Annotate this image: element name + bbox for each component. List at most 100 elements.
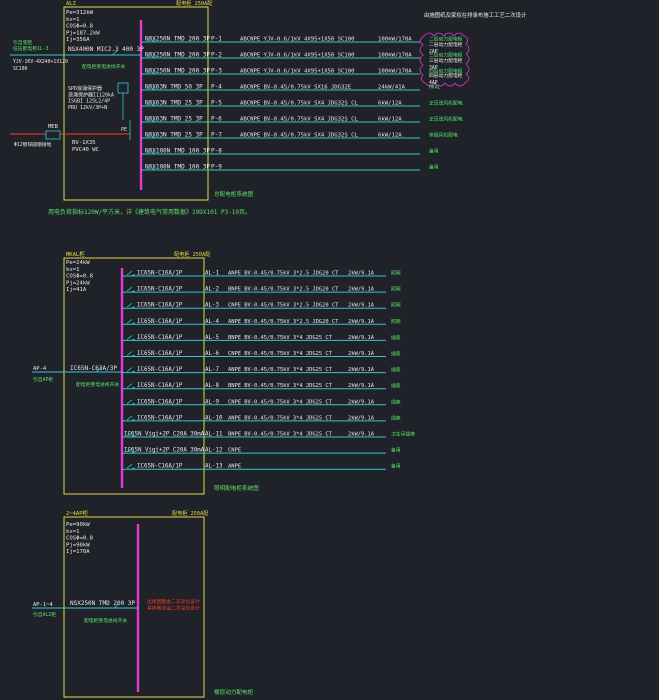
panel2-branch-load: 2kW/9.1A [348,287,375,293]
panel2-branch-cable: CNPE BV-0.45/0.75kV 3*2.5 JDG20 CT [228,303,339,309]
panel1-footnote: 用电负荷指标120W/平方米，详《建筑电气常用数据》19DX101 P3-19页… [48,208,251,216]
panel2-branch-load: 2kW/9.1A [348,319,375,325]
panel2-branch-breaker: IC65N-C16A/1P [137,464,183,470]
panel1-branch-breaker-symbol [146,84,153,90]
panel1-tag: ALZ [66,1,77,7]
panel2-branch-cable: CNPE BV-0.45/0.75kV 3*4 JDG25 CT [228,351,333,357]
panel2-frame [63,257,205,495]
panel1-frame [63,6,209,201]
panel1-branch-note: MKAL [429,85,441,91]
panel3-tag: 2~4AP柜 [66,509,89,517]
panel1-branch-circuit: P-2 [211,52,222,59]
panel3-param: kx=1 [66,529,79,535]
panel2-branch-breaker: IC65N-C16A/1P [137,319,183,325]
panel2-branch-breaker: IC65N-C16A/1P [137,271,183,277]
panel2-branch-circuit: AL-5 [205,335,219,341]
panel3-header: 配电柜 250A配 [172,509,209,517]
panel2-branch-note: 插座 [391,366,401,373]
panel1-main-note: 配电柜受电进线开关 [82,63,125,70]
panel2-branch-breaker-symbol [126,335,133,340]
panel1-branch-circuit: P-8 [211,148,222,155]
panel1-branch-breaker: NSX63N TMD 50 3P [145,84,203,91]
panel2-branch-load: 2kW/9.1A [348,271,375,277]
panel2-main-breaker: IC65N-C63A/3P [70,365,117,372]
panel1-branch-note: 正压送风机配电 [429,116,463,123]
panel1-cloud-label: 二层动力配电柜 [429,41,463,48]
panel2-branch-cable: CNPE BV-0.45/0.75kV 3*4 JDG25 CT [228,399,333,405]
panel2-branch-cable: ANPE BV-0.45/0.75kV 3*4 JDG25 CT [228,415,333,421]
panel2-branch-circuit: AL-2 [205,287,219,293]
panel1-branch-circuit: P-9 [211,164,222,171]
drawing-title: 由施图纸及家权在排录布施工工艺二次设计 [424,11,527,19]
panel2-branch-load: 2kW/9.1A [348,367,375,373]
panel2-branch-breaker-symbol [126,302,133,308]
panel3-red-note: 出线回路由二次深化设计 [147,598,200,605]
panel3-incoming-note: 引自ALZ柜 [33,611,56,618]
panel2-branch-cable: ANPE BV-0.45/0.75kV 3*2.5 JDG20 CT [228,319,339,325]
panel2-branch-breaker-symbol [126,463,133,469]
panel2-branch-breaker: IC65N-C16A/1P [137,335,183,341]
panel2-branch-circuit: AL-13 [205,464,223,470]
panel2-branch-circuit: AL-11 [205,432,223,438]
panel2-branch-note: 照明 [391,271,401,277]
panel1-spd: ISGBI 125L2/4P [68,99,110,105]
panel1-branch-load: 6kW/12A [378,101,402,107]
panel2-branch-breaker-symbol [126,318,133,324]
panel2-branch-note: 照明 [391,287,401,293]
panel1-param: kx=1 [66,17,79,23]
panel1-branch-breaker-symbol [146,100,153,106]
panel2-branch-breaker: IC65N-C16A/1P [137,415,183,421]
panel2-branch-breaker-symbol [126,399,133,405]
panel1-pe-label: PE [121,127,127,133]
panel1-branch-breaker-symbol [146,116,153,122]
panel1-branch-breaker: NSX100N TMD 100 3P [145,164,210,171]
panel2-branch-breaker-symbol [126,351,133,356]
panel2-branch-cable: ANPE [228,464,241,470]
panel1-branch-load: 100kW/170A [378,37,412,43]
panel2-param: COSΦ=0.8 [66,274,94,280]
panel2-branch-breaker: IC65N Vigi+2P C20A 30mA [124,448,205,454]
panel1-branch-note: 正压送风机配电 [429,100,463,107]
panel1-branch-load: 100kW/170A [378,69,412,75]
panel1-branch-cable: ABCNPE YJV-0.6/1kV 4X95+1X50 SC100 [240,53,355,59]
panel1-branch-note: 备用 [429,164,439,171]
panel2-branch-load: 2kW/9.1A [348,303,375,309]
panel1-meb-box [45,130,61,140]
panel1-main-breaker-symbol [111,50,118,56]
panel2-branch-breaker: IC65N-C16A/1P [137,383,183,389]
panel1-branch-breaker-symbol [146,68,153,74]
panel2-branch-circuit: AL-4 [205,319,219,325]
panel2-branch-load: 2kW/9.1A [348,351,375,357]
panel1-branch-breaker: NSX100N TMD 100 3P [145,148,210,155]
panel1-branch-breaker-symbol [146,52,153,58]
panel3-main-breaker: NSX250N TMD 200 3P [70,600,135,607]
panel2-branch-note: 照明 [391,303,401,309]
panel2-branch-cable: BNPE BV-0.45/0.75kV 3*4 JDG25 CT [228,383,333,389]
panel1-param: Ij=356A [66,37,90,43]
panel2-branch-note: 备用 [391,463,401,470]
panel2-branch-cable: ANPE BV-0.45/0.75kV 3*2.5 JDG20 CT [228,271,339,277]
panel1-cloud-label: 三层动力配电柜 [429,57,463,64]
panel3-param: Ij=170A [66,549,90,555]
panel2-branch-cable: BNPE BV-0.45/0.75kV 3*4 JDG25 CT [228,335,333,341]
panel1-branch-load: 100kW/170A [378,53,412,59]
panel1-branch-breaker: NSX63N TMD 25 3P [145,116,203,123]
panel2-branch-breaker: IC65N Vigi+2P C20A 30mA [124,432,205,438]
panel2-main-note: 配电柜受电进线开关 [76,381,119,388]
panel2-branch-breaker: IC65N-C16A/1P [137,399,183,405]
panel2-branch-breaker-symbol [126,270,133,276]
panel2-branch-note: 插座 [391,350,401,357]
panel1-branch-note: 三层动力配电柜 [429,52,463,59]
panel1-branch-breaker: NSX250N TMD 200 3P [145,52,210,59]
panel2-branch-breaker-symbol [126,415,133,421]
revision-cloud [419,32,470,87]
panel3-frame [63,516,205,698]
panel1-branch-circuit: P-3 [211,68,222,75]
panel1-cloud-label: 2AP [429,49,438,55]
panel2-branch-load: 2kW/9.1A [348,432,375,438]
panel1-pe-cable: BV-1X35 [72,140,96,146]
panel1-cloud-label: 四层动力配电柜 [429,72,463,79]
panel1-branch-cable: ABCNPE YJV-0.6/1kV 4X95+1X50 SC100 [240,69,355,75]
